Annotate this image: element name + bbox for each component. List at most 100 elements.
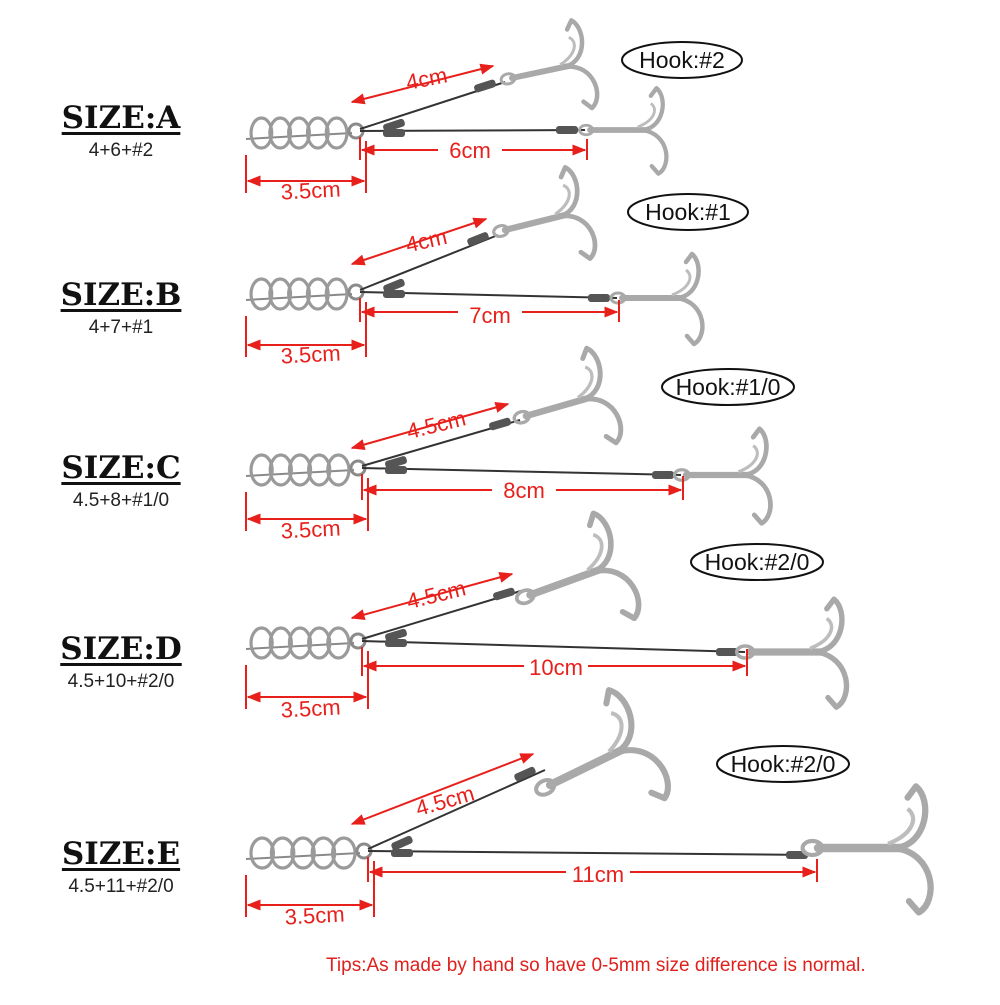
coil-length-label: 3.5cm: [280, 515, 341, 543]
hook-bend-upper: [891, 783, 929, 852]
crimp-sleeve: [385, 628, 407, 642]
hook-bend-lower: [558, 213, 598, 261]
size-title: SIZE:B: [60, 277, 182, 313]
hook-eye: [534, 777, 557, 797]
lower-length-label: 8cm: [503, 478, 545, 503]
coil-length-label: 3.5cm: [280, 694, 341, 722]
coil-turn: [268, 453, 293, 487]
hook-bend-upper: [813, 596, 845, 655]
hook-eye: [672, 468, 691, 482]
hook-size-tag: Hook:#1/0: [676, 374, 781, 400]
crimp-sleeve: [489, 417, 511, 431]
size-formula: 4.5+11+#2/0: [68, 876, 174, 897]
crimp-sleeve: [383, 129, 405, 137]
hook-bend-back: [671, 268, 692, 297]
upper-dimension-line: [350, 402, 510, 450]
crimp-sleeve: [474, 79, 496, 93]
size-label-d: SIZE:D 4.5+10+#2/0: [31, 631, 211, 693]
coil-turn: [307, 453, 332, 487]
hook-eye: [578, 123, 595, 137]
hook-bend-back: [737, 444, 759, 474]
hook-bend-back: [576, 365, 594, 399]
upper-length-label: 4.5cm: [404, 575, 468, 614]
crimp-sleeve: [383, 118, 405, 132]
hook-eye: [800, 838, 825, 858]
treble-hook-upper: [534, 687, 671, 802]
hook-eye: [499, 72, 517, 86]
hook-bend-lower: [563, 64, 600, 111]
hook-bend-upper: [674, 251, 701, 301]
hook-shank: [501, 211, 570, 234]
size-formula: 4.5+8+#1/0: [72, 490, 170, 511]
coil-turn: [249, 116, 274, 150]
hook-eye: [492, 224, 510, 238]
hook-bend-lower: [640, 127, 669, 176]
coil-turn: [305, 116, 330, 150]
lower-length-label: 7cm: [469, 303, 511, 328]
lower-wire: [367, 850, 816, 856]
hook-eye: [512, 409, 531, 425]
hook-size-tag: Hook:#1: [645, 199, 731, 225]
coil-turn: [287, 116, 311, 150]
coil-turn: [324, 116, 349, 150]
hook-eye: [514, 588, 536, 606]
upper-dimension-line: [350, 63, 495, 105]
upper-length-label: 4cm: [404, 62, 450, 94]
hook-size-tag: Hook:#2: [639, 47, 725, 73]
crimp-sleeve: [556, 126, 578, 134]
size-title: SIZE:A: [61, 100, 181, 136]
coil-turn: [324, 277, 349, 311]
label-backdrop: [438, 138, 502, 160]
treble-hook-upper: [499, 18, 600, 111]
hook-shank: [509, 62, 574, 81]
size-label-a: SIZE:A 4+6+#2: [31, 100, 211, 162]
coil-spike: [245, 132, 353, 140]
coil-length-label: 3.5cm: [284, 901, 345, 929]
hook-bend-upper: [563, 18, 585, 69]
coil-turn: [269, 836, 296, 870]
coil-turn: [310, 836, 337, 870]
treble-hook-lower: [800, 783, 934, 916]
size-label-e: SIZE:E 4.5+11+#2/0: [31, 836, 211, 898]
coil-length-label: 3.5cm: [280, 176, 341, 204]
coil-turn: [307, 626, 332, 660]
coil-turn: [249, 453, 274, 487]
hook-bend-lower: [813, 649, 850, 710]
coil-spike: [245, 642, 355, 650]
crimp-sleeve: [493, 587, 515, 601]
coil-turn: [249, 836, 276, 870]
size-formula: 4+7+#1: [88, 317, 154, 338]
coil-turn: [268, 277, 293, 311]
hook-bend-lower: [674, 295, 705, 347]
hook-bend-upper: [603, 687, 635, 756]
upper-dimension-line: [350, 217, 488, 266]
treble-hook-lower: [578, 86, 669, 176]
hook-bend-lower: [591, 567, 642, 622]
size-label-b: SIZE:B 4+7+#1: [31, 277, 211, 339]
lower-length-label: 11cm: [572, 862, 624, 887]
hook-bend-upper: [558, 165, 580, 219]
label-backdrop: [566, 860, 630, 882]
crimp-sleeve: [385, 466, 407, 474]
crimp-sleeve: [385, 639, 407, 647]
coil-turn: [326, 453, 351, 487]
crimp-sleeve: [383, 278, 405, 293]
size-formula: 4+6+#2: [88, 140, 154, 161]
hook-eye: [734, 644, 756, 660]
coil-spike: [245, 852, 361, 860]
crimp-sleeve: [652, 471, 674, 479]
crimp-sleeve: [385, 456, 407, 469]
treble-hook-upper: [514, 510, 642, 622]
hook-tag-outline: [627, 193, 749, 231]
hook-bend-lower: [581, 396, 624, 446]
coil-turn: [287, 626, 313, 660]
treble-hook-lower: [734, 596, 850, 710]
hook-size-tag: Hook:#2/0: [705, 549, 810, 575]
coil-turn: [268, 626, 293, 660]
lower-length-label: 10cm: [529, 655, 583, 680]
treble-hook-lower: [609, 251, 705, 347]
